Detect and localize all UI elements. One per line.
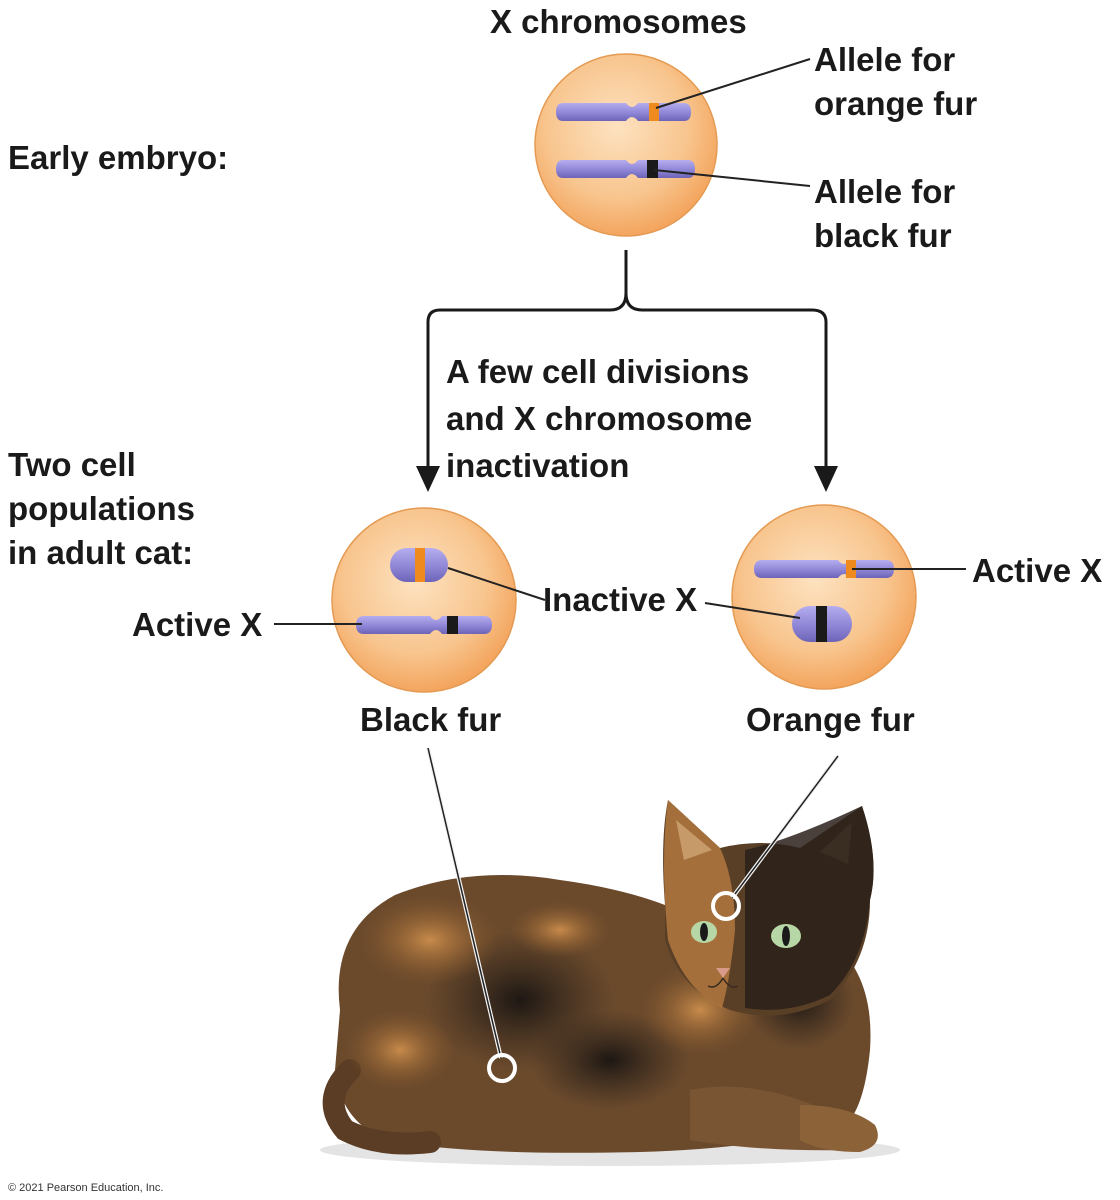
leader-line-inactive-x-left (447, 567, 546, 601)
allele-orange-fur-label: Allele for orange fur (814, 41, 978, 122)
orange-fur-label: Orange fur (746, 701, 915, 738)
process-label: A few cell divisions and X chromosome in… (446, 353, 753, 484)
arrowhead-left (416, 466, 440, 492)
black-allele-band (447, 616, 458, 634)
leader-line-black-allele (653, 169, 811, 187)
inactive-x-chromosome-left (390, 548, 448, 582)
black-allele-band (816, 606, 827, 642)
x-chromosomes-label: X chromosomes (490, 3, 747, 40)
orange-allele-band (846, 560, 856, 578)
allele-black-fur-label: Allele for black fur (814, 173, 956, 254)
x-chromosome-black-allele (556, 160, 695, 178)
arrowhead-right (814, 466, 838, 492)
two-cell-populations-label: Two cell populations in adult cat: (8, 446, 195, 571)
active-x-chromosome-left (356, 616, 492, 634)
pointer-line-black-fur (427, 747, 502, 1059)
orange-allele-band (649, 103, 659, 121)
active-x-chromosome-right (754, 560, 894, 578)
pointer-line-orange-fur (731, 755, 839, 899)
orange-fur-cell (731, 504, 917, 690)
black-fur-sample-circle (487, 1053, 517, 1083)
embryo-cell (534, 53, 718, 237)
inactive-x-label: Inactive X (543, 581, 698, 618)
copyright-notice: © 2021 Pearson Education, Inc. (8, 1182, 164, 1194)
tortoiseshell-cat (320, 800, 900, 1166)
black-allele-band (647, 160, 658, 178)
black-fur-label: Black fur (360, 701, 502, 738)
active-x-left-label: Active X (132, 606, 263, 643)
orange-allele-band (415, 548, 425, 582)
branch-arrow (426, 250, 828, 468)
early-embryo-label: Early embryo: (8, 139, 229, 176)
active-x-right-label: Active X (972, 552, 1103, 589)
black-fur-cell (331, 507, 517, 693)
orange-fur-sample-circle (711, 891, 741, 921)
x-chromosome-orange-allele (556, 103, 691, 121)
inactive-x-chromosome-right (792, 606, 852, 642)
leader-line-inactive-x-right (704, 602, 801, 619)
leader-line-orange-allele (655, 58, 811, 109)
